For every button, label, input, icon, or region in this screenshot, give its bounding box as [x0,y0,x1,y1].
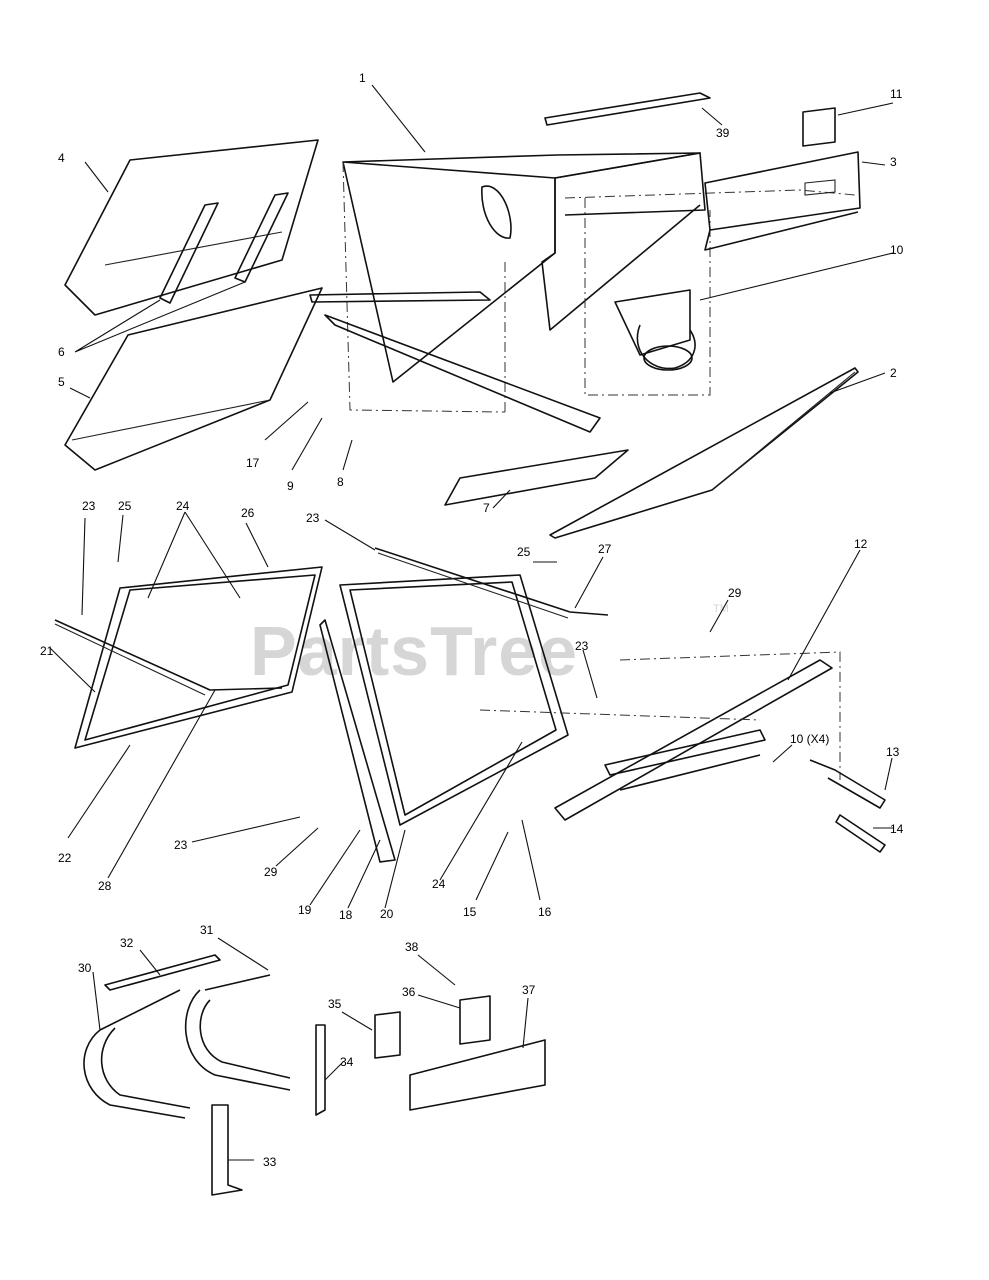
part-7-plate [444,449,629,506]
callout-15: 15 [463,905,477,919]
callout-27: 27 [598,542,612,556]
callout-33: 33 [263,1155,277,1169]
part-12-linkage [479,651,841,821]
callout-5: 5 [58,375,65,389]
callout-4: 4 [58,151,65,165]
callout-7: 7 [483,501,490,515]
part-10-chute [614,289,696,371]
part-4-shield [64,139,319,316]
part-31-stand [184,974,291,1091]
callout-31: 31 [200,923,214,937]
callout-1: 1 [359,71,366,85]
callout-37: 37 [522,983,536,997]
part-3-panel [704,151,861,251]
callout-23-right: 23 [575,639,589,653]
part-39-strip [544,92,711,126]
callout-23-left: 23 [82,499,96,513]
callout-14: 14 [890,822,904,836]
callout-36: 36 [402,985,416,999]
callout-23-top: 23 [306,511,320,525]
part-37-plate [409,1039,546,1111]
part-2-panel [549,367,859,539]
callout-28: 28 [98,879,112,893]
part-30-stand [83,989,191,1119]
part-11-plate [802,107,836,147]
leader-lines [49,84,894,1161]
part-13-arm [809,759,886,809]
part-5-shield [64,287,323,471]
callout-11: 11 [890,87,903,101]
part-36-hinge [374,995,491,1059]
callout-8: 8 [337,475,344,489]
frame-center [319,574,569,863]
callout-9: 9 [287,479,294,493]
callout-38: 38 [405,940,419,954]
callout-12: 12 [854,537,868,551]
callout-16: 16 [538,905,552,919]
callout-34: 34 [340,1055,354,1069]
part-6-brackets [159,192,289,304]
callout-20: 20 [380,907,394,921]
frame-left [54,566,323,749]
callout-22: 22 [58,851,72,865]
callout-10-x4: 10 (X4) [790,732,829,746]
part-14-pin [835,814,886,853]
callout-32: 32 [120,936,134,950]
callout-30: 30 [78,961,92,975]
callout-25-center: 25 [517,545,531,559]
part-32-bar [104,954,221,991]
callout-6: 6 [58,345,65,359]
part-34-leg [315,1024,326,1116]
callout-19: 19 [298,903,312,917]
callout-39: 39 [716,126,730,140]
callout-13: 13 [886,745,900,759]
callout-29-bottom: 29 [264,865,278,879]
part-17-rail [309,291,491,303]
part-33-leg [211,1104,243,1196]
part-9-floor [324,314,601,433]
callout-25-left: 25 [118,499,132,513]
part-hopper-box [342,152,856,413]
callout-10: 10 [890,243,904,257]
callout-29-right: 29 [728,586,742,600]
callout-23-bottom: 23 [174,838,188,852]
callout-26: 26 [241,506,255,520]
watermark: PartsTree TM [250,603,729,690]
callout-2: 2 [890,366,897,380]
callout-24-top: 24 [176,499,190,513]
callout-35: 35 [328,997,342,1011]
part-27-bar [374,547,609,619]
callout-21: 21 [40,644,54,658]
callout-3: 3 [890,155,897,169]
watermark-text: PartsTree [250,612,578,690]
callout-18: 18 [339,908,353,922]
callouts: 1 2 3 4 5 6 7 8 9 10 10 (X4) 11 12 13 14… [40,71,904,1169]
callout-24-bottom: 24 [432,877,446,891]
callout-17: 17 [246,456,260,470]
